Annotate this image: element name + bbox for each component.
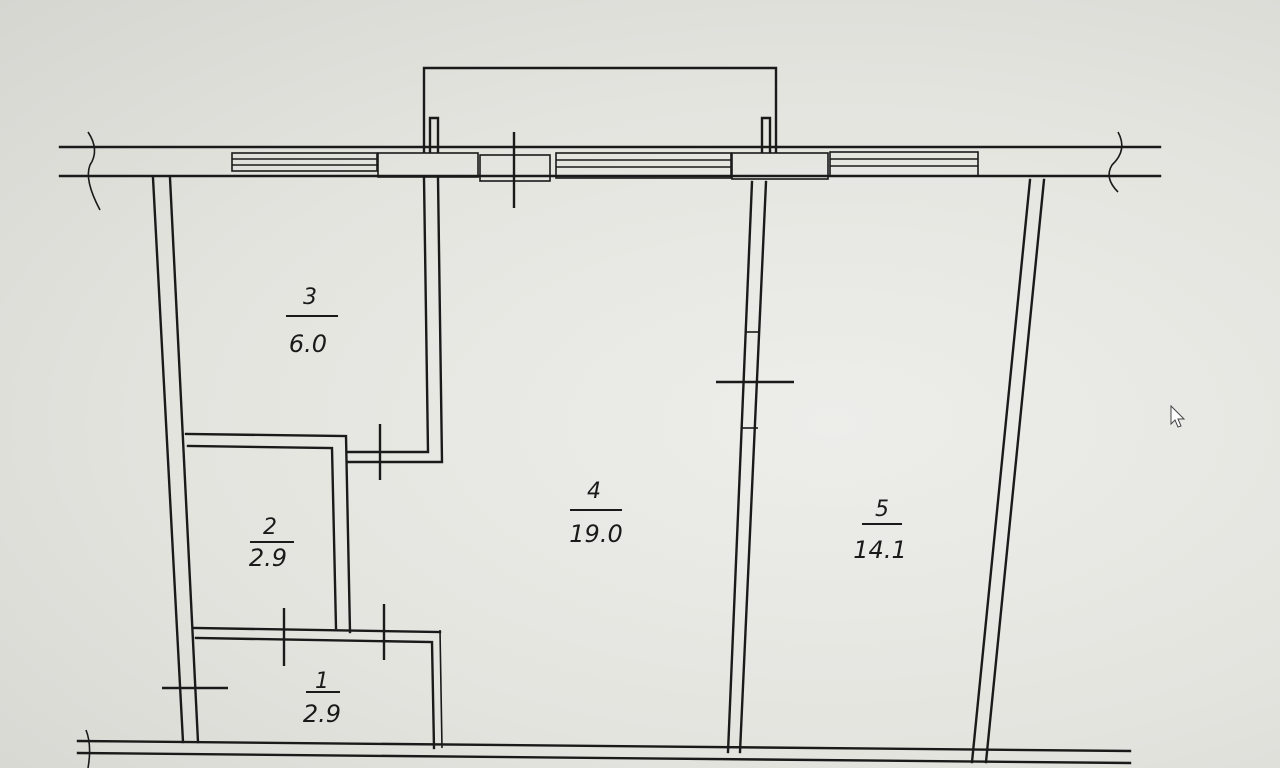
room-4-area: 19.0 — [569, 520, 622, 548]
bottom-exterior-wall — [76, 729, 1132, 768]
room-1-label: 1 2.9 — [303, 669, 341, 728]
room-4-number: 4 — [587, 479, 601, 504]
room-2-label: 2 2.9 — [249, 515, 294, 572]
room-5-area: 14.1 — [853, 536, 906, 564]
wall-segment — [731, 152, 829, 180]
balcony-door-opening — [377, 132, 551, 208]
window-3 — [829, 151, 979, 177]
room-2-area: 2.9 — [249, 544, 287, 572]
left-exterior-wall — [151, 176, 228, 744]
window-2 — [555, 152, 732, 179]
room-5-number: 5 — [875, 497, 889, 522]
room-5-label: 5 14.1 — [853, 497, 906, 564]
room-1-area: 2.9 — [303, 700, 341, 728]
room-2-walls — [184, 432, 443, 750]
room-3-label: 3 6.0 — [286, 285, 338, 358]
room-2-number: 2 — [263, 515, 277, 540]
top-exterior-wall — [58, 131, 1162, 211]
room-4-5-partition — [716, 180, 794, 754]
balcony-outline — [422, 66, 778, 154]
room-3-area: 6.0 — [289, 330, 327, 358]
window-1 — [231, 152, 378, 172]
room-1-number: 1 — [315, 669, 329, 694]
room-3-number: 3 — [303, 285, 317, 310]
room-4-label: 4 19.0 — [569, 479, 622, 548]
room-3-walls — [346, 176, 444, 480]
room-5-right-wall — [970, 178, 1046, 764]
cursor-icon — [1170, 404, 1186, 428]
